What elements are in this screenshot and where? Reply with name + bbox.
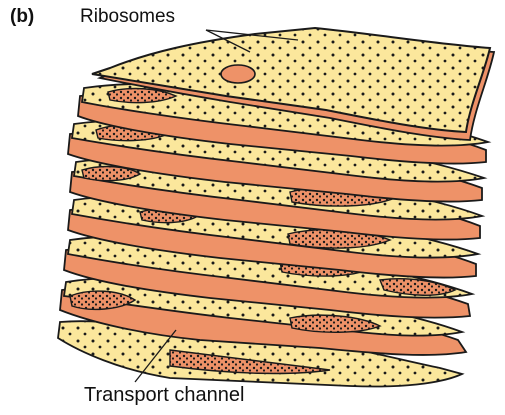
pore-marker	[221, 65, 255, 83]
